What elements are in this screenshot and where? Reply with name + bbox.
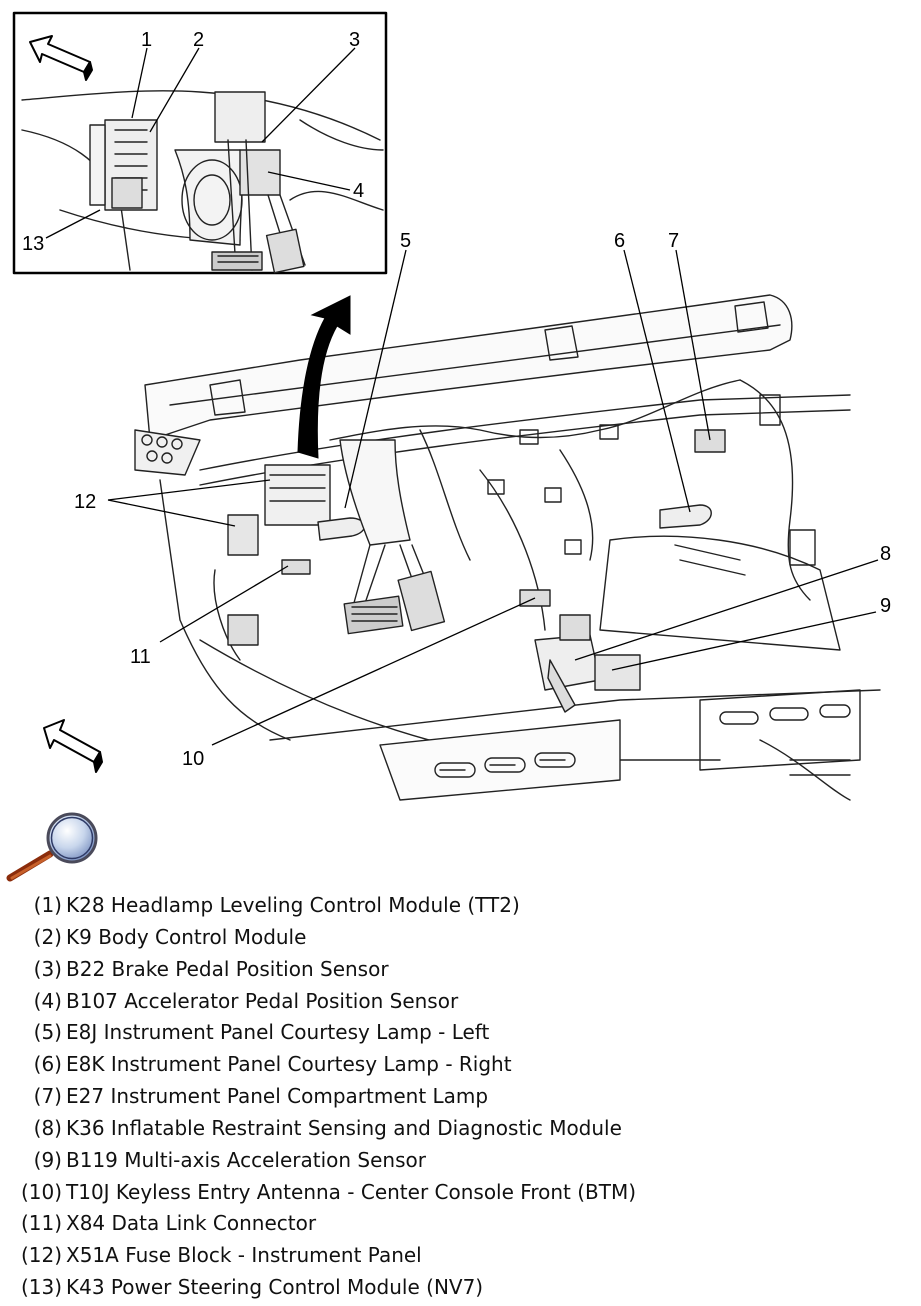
legend-label: B22 Brake Pedal Position Sensor (66, 956, 389, 981)
callout-5: 5 (400, 230, 411, 252)
legend-number: (9) (33, 1147, 62, 1172)
callout-3: 3 (349, 29, 360, 51)
legend-label: K9 Body Control Module (66, 924, 307, 949)
legend-item: (8)K36 Inflatable Restraint Sensing and … (10, 1113, 636, 1145)
front-arrow-icon (29, 35, 93, 81)
legend-label: E27 Instrument Panel Compartment Lamp (66, 1084, 489, 1109)
legend-item: (3)B22 Brake Pedal Position Sensor (10, 954, 636, 986)
legend-number: (7) (33, 1084, 62, 1109)
callout-6: 6 (614, 230, 625, 252)
legend-number: (8) (33, 1115, 62, 1140)
legend-item: (6)E8K Instrument Panel Courtesy Lamp - … (10, 1049, 636, 1081)
legend-item: (5)E8J Instrument Panel Courtesy Lamp - … (10, 1017, 636, 1049)
legend-label: E8K Instrument Panel Courtesy Lamp - Rig… (66, 1052, 512, 1077)
front-arrow-icon (43, 719, 103, 773)
callout-labels: 1 2 3 4 5 6 7 8 9 10 11 12 13 (22, 29, 891, 770)
legend-item: (9)B119 Multi-axis Acceleration Sensor (10, 1145, 636, 1177)
legend-number: (13) (20, 1275, 62, 1300)
legend-number: (1) (33, 893, 62, 917)
callout-8: 8 (880, 543, 891, 565)
legend-label: E8J Instrument Panel Courtesy Lamp - Lef… (66, 1020, 490, 1045)
callout-11: 11 (130, 646, 151, 668)
callout-2: 2 (193, 29, 204, 51)
legend-number: (11) (20, 1211, 62, 1236)
legend-label: K43 Power Steering Control Module (NV7) (66, 1275, 484, 1300)
legend-item: (13)K43 Power Steering Control Module (N… (10, 1272, 636, 1304)
legend-number: (2) (33, 924, 62, 949)
callout-9: 9 (880, 595, 891, 617)
legend-item: (4)B107 Accelerator Pedal Position Senso… (10, 986, 636, 1018)
legend-item: (7)E27 Instrument Panel Compartment Lamp (10, 1081, 636, 1113)
legend-item: (11)X84 Data Link Connector (10, 1208, 636, 1240)
detail-inset (12, 11, 388, 275)
legend-label: X51A Fuse Block - Instrument Panel (66, 1243, 422, 1268)
legend-number: (6) (33, 1052, 62, 1077)
legend-label: B107 Accelerator Pedal Position Sensor (66, 988, 459, 1013)
legend-item: (12)X51A Fuse Block - Instrument Panel (10, 1240, 636, 1272)
legend-item: (2)K9 Body Control Module (10, 922, 636, 954)
legend-label: T10J Keyless Entry Antenna - Center Cons… (66, 1179, 637, 1204)
legend-number: (12) (20, 1243, 62, 1268)
legend-label: K28 Headlamp Leveling Control Module (TT… (66, 893, 520, 917)
leader-lines (45, 47, 879, 746)
legend-number: (4) (33, 988, 62, 1013)
component-legend: (1)K28 Headlamp Leveling Control Module … (10, 890, 636, 1304)
zoom-arrow (297, 295, 351, 459)
legend-label: K36 Inflatable Restraint Sensing and Dia… (66, 1115, 622, 1140)
legend-label: B119 Multi-axis Acceleration Sensor (66, 1147, 426, 1172)
callout-1: 1 (141, 29, 152, 51)
callout-4: 4 (353, 180, 364, 202)
legend-number: (5) (33, 1020, 62, 1045)
magnifier-icon[interactable] (6, 812, 106, 884)
legend-item: (1)K28 Headlamp Leveling Control Module … (10, 890, 636, 922)
legend-label: X84 Data Link Connector (66, 1211, 317, 1236)
legend-number: (10) (20, 1179, 62, 1204)
instrument-panel-drawing (134, 294, 881, 801)
callout-13: 13 (22, 233, 44, 255)
legend-item: (10)T10J Keyless Entry Antenna - Center … (10, 1177, 636, 1209)
component-location-diagram: 1 2 3 4 5 6 7 8 9 10 11 12 13 (12, 11, 891, 801)
callout-12: 12 (74, 491, 96, 513)
callout-10: 10 (182, 748, 204, 770)
legend-number: (3) (33, 956, 62, 981)
callout-7: 7 (668, 230, 679, 252)
